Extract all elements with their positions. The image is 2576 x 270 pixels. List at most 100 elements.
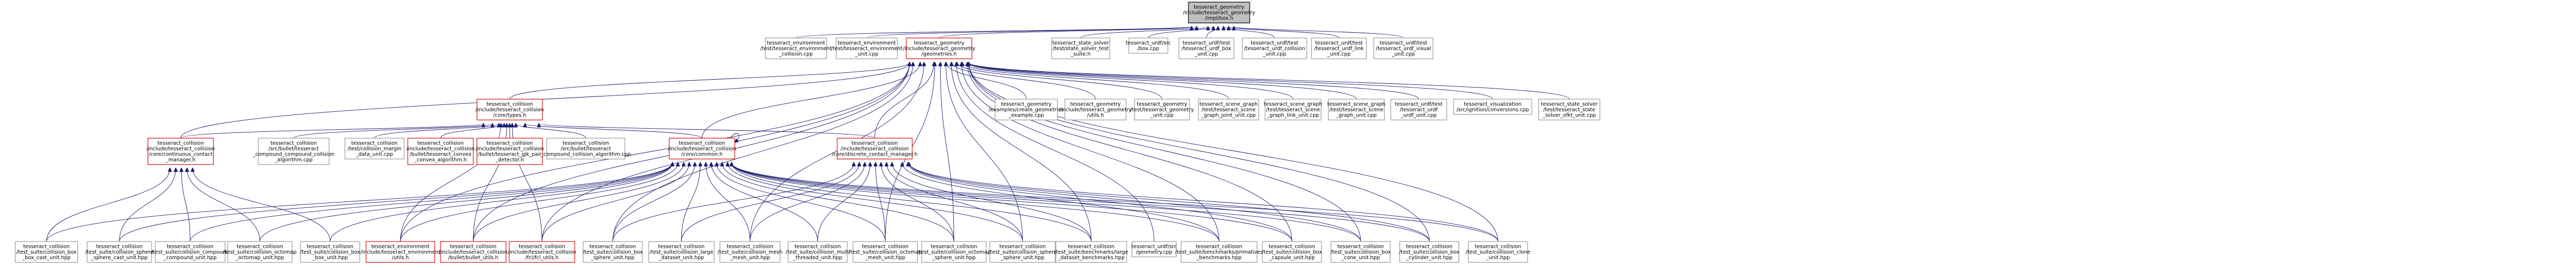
node-label-line: _benchmarks.hpp (1196, 255, 1241, 261)
edge-self-loop (730, 133, 739, 142)
node-label-line: /test_suite/collision_box (300, 249, 360, 255)
edge-n15-to-n3 (968, 63, 1294, 100)
node-box (344, 138, 405, 160)
edge-n47-to-n3 (969, 63, 1361, 242)
node-box (1264, 99, 1322, 121)
node-label-line: tesseract_scene_graph (1200, 102, 1258, 108)
node-label-line: /tesseract_urdf_link (1314, 46, 1364, 52)
node-label-line: _manager.h (165, 157, 195, 163)
node-label-line: _box_unit.hpp (312, 255, 348, 261)
graph-node-file[interactable]: tesseract_scene_graph/test/tesseract_sce… (1327, 99, 1385, 121)
graph-node-file[interactable]: tesseract_collision/src/bullet/tesseract… (540, 138, 631, 160)
node-box (440, 241, 507, 263)
node-label-line: tesseract_state_solver (1541, 102, 1597, 108)
graph-node-file[interactable]: tesseract_environment/test/tesseract_env… (831, 37, 903, 60)
graph-node-file[interactable]: tesseract_collision/test_suite/collision… (15, 241, 78, 263)
graph-node-file[interactable]: tesseract_scene_graph/test/tesseract_sce… (1264, 99, 1322, 121)
node-label-line: tesseract_collision (1337, 244, 1384, 250)
graph-node-file[interactable]: tesseract_state_solver/test/tesseract_st… (1538, 99, 1600, 121)
node-label-line: _convex_algorithm.h (414, 157, 466, 163)
graph-node-file[interactable]: tesseract_collision/test_suite/collision… (300, 241, 360, 263)
graph-node-header[interactable]: tesseract_collision/include/tesseract_co… (832, 138, 917, 160)
graph-node-file[interactable]: tesseract_collision/test_suite/collision… (785, 241, 850, 263)
graph-node-file[interactable]: tesseract_scene_graph/test/tesseract_sce… (1198, 99, 1259, 121)
graph-node-file[interactable]: tesseract_collision/test_suite/collision… (1399, 241, 1459, 263)
graph-node-header[interactable]: tesseract_geometry/include/tesseract_geo… (903, 37, 976, 60)
graph-node-file[interactable]: tesseract_urdf/test/tesseract_urdf_urdf_… (1390, 99, 1447, 121)
graph-node-header[interactable]: tesseract_collision/include/tesseract_co… (439, 241, 508, 263)
node-label-line: tesseract_collision (679, 141, 725, 147)
node-label-line: /test/collision_margin (348, 146, 401, 152)
node-box (155, 241, 226, 263)
graph-node-file[interactable]: tesseract_state_solver/test/state_solver… (1051, 37, 1110, 60)
graph-node-file[interactable]: tesseract_collision/test_suite/collision… (85, 241, 154, 263)
graph-node-file[interactable]: tesseract_urdf/test/tesseract_urdf_box_u… (1178, 37, 1234, 60)
node-label-line: tesseract_geometry (1070, 102, 1121, 108)
edge-n21-to-n10 (293, 124, 492, 139)
graph-node-file[interactable]: tesseract_collision/test_suite/collision… (648, 241, 715, 263)
graph-node-file[interactable]: tesseract_urdf/src/box.cpp (1126, 37, 1171, 54)
graph-node-header[interactable]: tesseract_collision/include/tesseract_co… (406, 138, 475, 165)
node-label-line: _octomap_unit.hpp (235, 255, 284, 261)
graph-node-file[interactable]: tesseract_visualization/src/ignition/con… (1453, 99, 1532, 115)
node-label-line: tesseract_collision (23, 244, 70, 250)
node-label-line: tesseract_collision (851, 141, 898, 147)
node-label-line: /src/bullet/tesseract (560, 146, 611, 152)
graph-node-header[interactable]: tesseract_collision/include/tesseract_co… (146, 138, 215, 165)
node-label-line: /include/tesseract_geometry (1060, 107, 1132, 113)
edge-n48-to-n26 (732, 163, 1430, 242)
node-label-line: _unit.cpp (855, 52, 878, 57)
node-label-line: _unit.cpp (1327, 52, 1351, 57)
graph-node-file[interactable]: tesseract_geometry/examples/create_geome… (989, 99, 1064, 121)
node-label-line: _unit.cpp (1262, 52, 1286, 57)
graph-node-file[interactable]: tesseract_collision/test_suite/collision… (151, 241, 229, 263)
edge-n11-to-n3 (946, 63, 1027, 100)
node-label-line: /test/tesseract_scene (1266, 107, 1320, 113)
node-label-line: _detector.h (495, 157, 524, 163)
graph-node-file[interactable]: tesseract_urdf/test/tesseract_urdf_colli… (1242, 37, 1307, 60)
graph-node-file[interactable]: tesseract_collision/test_suite/collision… (1262, 241, 1322, 263)
graph-node-file[interactable]: tesseract_urdf/test/tesseract_urdf_link_… (1311, 37, 1367, 60)
graph-node-file[interactable]: tesseract_collision/test_suite/collision… (583, 241, 643, 263)
node-label-line: tesseract_scene_graph (1327, 102, 1385, 108)
graph-node-file[interactable]: tesseract_collision/test_suite/collision… (1466, 241, 1531, 263)
graph-node-file[interactable]: tesseract_geometry/include/tesseract_geo… (1060, 99, 1132, 121)
graph-node-file[interactable]: tesseract_geometry/test/tesseract_geomet… (1130, 99, 1194, 121)
edge-n42-to-n3 (946, 63, 1023, 242)
graph-node-header[interactable]: tesseract_collision/include/tesseract_co… (508, 241, 576, 263)
node-label-line: /test_suite/collision_mesh (718, 249, 783, 255)
node-label-line: /core/types.h (493, 113, 527, 119)
graph-node-file[interactable]: tesseract_collision/test_suite/benchmark… (1175, 241, 1263, 263)
graph-node-header[interactable]: tesseract_environment/include/tesseract_… (360, 241, 441, 263)
graph-node-file[interactable]: tesseract_collision/test/collision_margi… (344, 138, 405, 160)
node-label-line: tesseract_urdf/test (1315, 41, 1363, 46)
graph-node-file[interactable]: tesseract_collision/test_suite/collision… (988, 241, 1057, 263)
edge-n31-to-n26 (259, 163, 672, 242)
node-box (648, 241, 715, 263)
graph-node-header[interactable]: tesseract_collision/include/tesseract_co… (475, 138, 544, 165)
graph-node-file[interactable]: tesseract_collision/test_suite/collision… (917, 241, 991, 263)
edge-n34-to-n26 (473, 163, 683, 242)
graph-node-header[interactable]: tesseract_collision/include/tesseract_co… (668, 138, 736, 160)
node-label-line: tesseract_collision (727, 244, 773, 250)
graph-node-file[interactable]: tesseract_collision/test_suite/collision… (1331, 241, 1391, 263)
graph-node-file[interactable]: tesseract_collision/test_suite/benchmark… (1054, 241, 1128, 263)
node-label-line: /tesseract_urdf_collision (1244, 46, 1305, 52)
edge-n41-to-n27 (881, 163, 954, 242)
edge-n49-to-n3 (969, 63, 1498, 242)
edge-n48-to-n3 (969, 63, 1430, 242)
graph-node-file[interactable]: tesseract_environment/test/tesseract_env… (760, 37, 832, 60)
node-label-line: tesseract_collision (96, 244, 143, 250)
graph-node-file[interactable]: tesseract_collision/src/bullet/tesseract… (252, 138, 335, 165)
node-box (15, 241, 78, 263)
graph-node-file[interactable]: tesseract_urdf/test/tesseract_urdf_visua… (1373, 37, 1434, 60)
graph-node-file[interactable]: tesseract_urdf/src/geometry.cpp (1131, 241, 1177, 257)
graph-node-file[interactable]: tesseract_collision/test_suite/collision… (849, 241, 922, 263)
node-label-line: _threaded_unit.hpp (793, 255, 842, 261)
node-label-line: _mesh_unit.hpp (865, 255, 905, 261)
graph-node-file[interactable]: tesseract_collision/test_suite/collision… (223, 241, 297, 263)
edge-n38-to-n27 (750, 163, 865, 242)
graph-node-file[interactable]: tesseract_collision/test_suite/collision… (718, 241, 783, 263)
graph-node-header[interactable]: tesseract_collision/include/tesseract_co… (475, 99, 544, 121)
edge-n46-to-n3 (967, 63, 1292, 242)
